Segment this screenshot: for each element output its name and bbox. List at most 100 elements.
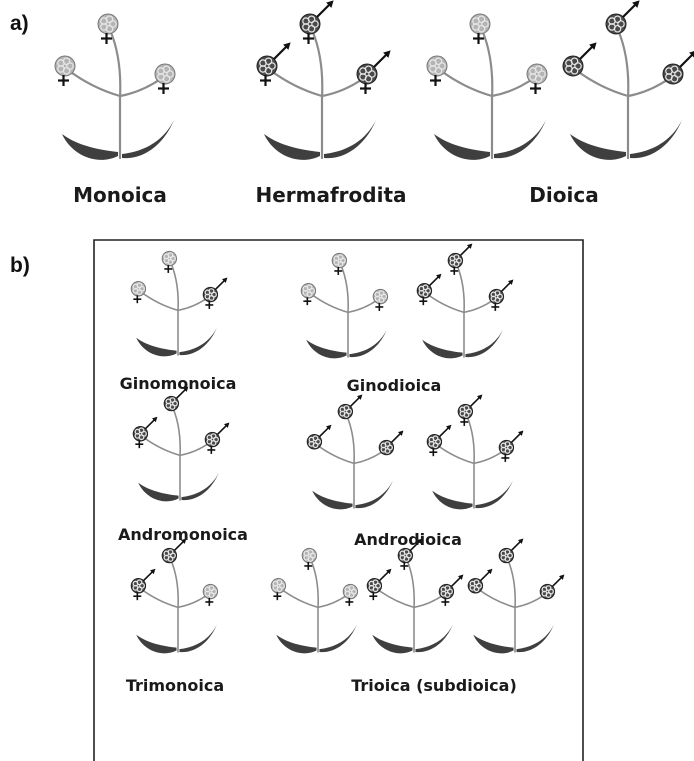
male-flower: [458, 395, 482, 419]
male-symbol-icon: [145, 417, 157, 429]
male-symbol-icon: [217, 423, 229, 435]
male-symbol-icon: [623, 0, 640, 17]
male-symbol-icon: [350, 395, 362, 407]
plant-ginodioica-female: [301, 253, 387, 358]
male-flower: [300, 0, 334, 34]
male-flower: [448, 244, 472, 268]
male-symbol-icon: [511, 539, 523, 551]
label-hermafrodita: Hermafrodita: [255, 183, 406, 207]
plant-androdioica-male: [307, 395, 403, 510]
male-symbol-icon: [480, 569, 492, 581]
male-flower: [663, 50, 694, 84]
female-symbol-icon: [205, 598, 213, 606]
male-flower: [357, 50, 391, 84]
male-symbol-icon: [374, 50, 391, 67]
male-flower: [489, 280, 513, 304]
panel-a-label: a): [10, 12, 29, 35]
label-ginomonoica: Ginomonoica: [120, 374, 237, 393]
male-symbol-icon: [511, 431, 523, 443]
male-symbol-icon: [439, 425, 451, 437]
plant-trioica-female: [271, 548, 357, 653]
male-flower: [257, 42, 291, 76]
female-flower: [427, 56, 447, 86]
female-flower: [373, 289, 387, 311]
female-symbol-icon: [58, 75, 69, 86]
female-flower: [302, 548, 316, 570]
plant-trimonoica: [131, 539, 217, 654]
label-trimonoica: Trimonoica: [126, 676, 224, 695]
male-symbol-icon: [391, 431, 403, 443]
male-symbol-icon: [319, 425, 331, 437]
male-symbol-icon: [680, 50, 694, 67]
female-symbol-icon: [334, 267, 342, 275]
female-flower: [527, 64, 547, 94]
female-flower: [162, 251, 176, 273]
label-andromonoica: Andromonoica: [118, 525, 248, 544]
female-flower: [155, 64, 175, 94]
label-dioica: Dioica: [529, 183, 598, 207]
female-flower: [55, 56, 75, 86]
plant-andromonoica: [133, 387, 229, 502]
male-flower: [499, 431, 523, 455]
male-symbol-icon: [580, 42, 597, 59]
male-flower: [133, 417, 157, 441]
female-flower: [271, 579, 285, 601]
male-symbol-icon: [429, 274, 441, 286]
female-symbol-icon: [473, 33, 484, 44]
female-symbol-icon: [375, 303, 383, 311]
plant-ginomonoica: [131, 251, 227, 356]
male-flower: [205, 423, 229, 447]
male-symbol-icon: [274, 42, 291, 59]
female-symbol-icon: [530, 83, 541, 94]
male-symbol-icon: [451, 575, 463, 587]
male-flower: [427, 425, 451, 449]
male-flower: [606, 0, 640, 34]
female-symbol-icon: [430, 75, 441, 86]
male-flower: [379, 431, 403, 455]
male-flower: [499, 539, 523, 563]
male-flower: [338, 395, 362, 419]
label-ginodioica: Ginodioica: [347, 376, 442, 395]
female-symbol-icon: [101, 33, 112, 44]
plant-dioica-female: [427, 14, 547, 160]
female-symbol-icon: [303, 297, 311, 305]
male-symbol-icon: [460, 244, 472, 256]
plant-trioica-herm: [367, 539, 463, 654]
male-symbol-icon: [379, 569, 391, 581]
male-flower: [439, 575, 463, 599]
label-monoica: Monoica: [73, 183, 167, 207]
male-flower: [468, 569, 492, 593]
female-symbol-icon: [133, 295, 141, 303]
male-symbol-icon: [143, 569, 155, 581]
female-flower: [301, 284, 315, 306]
label-trioica: Trioica (subdioica): [351, 676, 517, 695]
female-symbol-icon: [273, 592, 281, 600]
male-flower: [417, 274, 441, 298]
female-symbol-icon: [164, 265, 172, 273]
female-flower: [131, 282, 145, 304]
male-symbol-icon: [470, 395, 482, 407]
male-symbol-icon: [215, 278, 227, 290]
plant-hermafrodita: [257, 0, 391, 160]
plant-dioica-male: [563, 0, 694, 160]
male-symbol-icon: [552, 575, 564, 587]
plant-layer: [55, 0, 694, 653]
female-symbol-icon: [158, 83, 169, 94]
female-flower: [343, 584, 357, 606]
female-flower: [470, 14, 490, 44]
male-flower: [131, 569, 155, 593]
female-flower: [332, 253, 346, 275]
plant-monoica: [55, 14, 175, 160]
female-flower: [203, 584, 217, 606]
male-flower: [563, 42, 597, 76]
female-flower: [98, 14, 118, 44]
male-flower: [307, 425, 331, 449]
male-symbol-icon: [501, 280, 513, 292]
male-symbol-icon: [317, 0, 334, 17]
plant-androdioica-herm: [427, 395, 523, 510]
male-flower: [367, 569, 391, 593]
plant-ginodioica-herm: [417, 244, 513, 359]
female-symbol-icon: [345, 598, 353, 606]
panel-b-label: b): [10, 254, 30, 277]
